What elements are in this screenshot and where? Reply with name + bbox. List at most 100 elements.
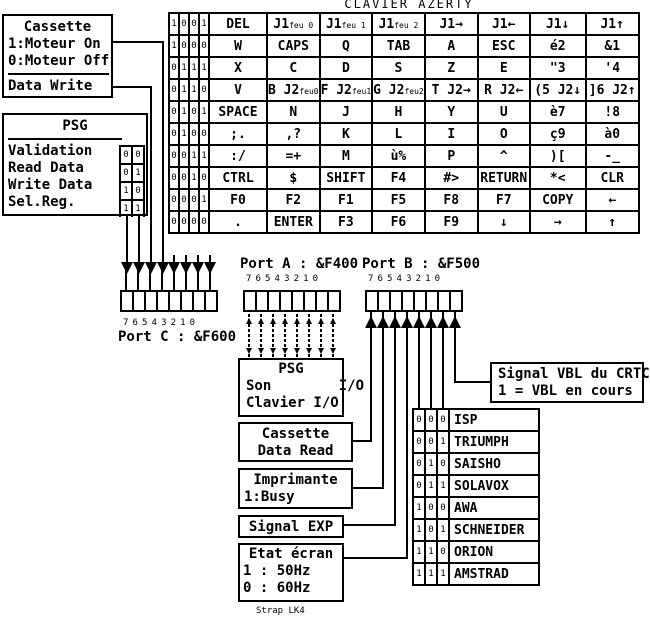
row-bit: 0 — [168, 210, 180, 234]
row-bit: 0 — [188, 188, 200, 212]
screen-state-title: Etat écran — [248, 546, 334, 562]
manufacturer-name: TRIUMPH — [448, 430, 540, 454]
key-cell: :/ — [208, 144, 268, 168]
cassette-motor-on: 1:Moteur On — [8, 36, 101, 52]
psg-control-item: Write Data — [8, 177, 93, 193]
key-cell: $ — [266, 166, 321, 190]
cassette-read-box: Cassette Data Read — [238, 422, 353, 462]
row-bit: 0 — [178, 188, 190, 212]
arrow-up-icon — [330, 318, 336, 324]
key-cell: CAPS — [266, 34, 321, 58]
psg-bit: 0 — [131, 145, 145, 164]
manufacturer-bit: 0 — [412, 430, 426, 454]
key-cell: ← — [584, 188, 640, 212]
port-b-label: Port B : &F500 — [362, 256, 481, 272]
arrow-down-icon — [246, 348, 252, 354]
key-cell: R J2← — [476, 78, 531, 102]
key-cell: . — [208, 210, 268, 234]
screen-state-60hz: 0 : 60Hz — [243, 580, 311, 596]
key-cell: '4 — [584, 56, 640, 80]
row-bit: 0 — [188, 210, 200, 234]
manufacturer-bit: 0 — [424, 430, 438, 454]
key-cell: S — [371, 56, 426, 80]
row-bit: 0 — [188, 122, 200, 146]
key-cell: → — [528, 210, 587, 234]
manufacturer-name: SCHNEIDER — [448, 518, 540, 542]
row-bit: 0 — [168, 144, 180, 168]
key-cell: D — [318, 56, 374, 80]
arrow-up-icon — [306, 318, 312, 324]
row-bit: 1 — [178, 122, 190, 146]
row-bit: 1 — [178, 100, 190, 124]
key-cell: "3 — [528, 56, 587, 80]
key-cell: -_ — [584, 144, 640, 168]
key-cell: *< — [528, 166, 587, 190]
key-cell: F9 — [423, 210, 479, 234]
manufacturer-name: ISP — [448, 408, 540, 432]
key-cell: &1 — [584, 34, 640, 58]
key-cell: J1↓ — [528, 12, 587, 36]
manufacturer-bit: 1 — [436, 474, 450, 498]
screen-state-box: Etat écran 1 : 50Hz 0 : 60Hz — [238, 543, 344, 602]
key-cell: P — [423, 144, 479, 168]
row-bit: 0 — [168, 56, 180, 80]
printer-busy: 1:Busy — [244, 489, 295, 505]
manufacturer-bit: 1 — [424, 562, 438, 586]
row-bit: 0 — [178, 34, 190, 58]
row-bit: 0 — [168, 78, 180, 102]
port-a-register — [243, 290, 341, 312]
key-cell: M — [318, 144, 374, 168]
key-sub: feu1 — [351, 86, 372, 96]
key-cell: SHIFT — [318, 166, 374, 190]
cassette-data-write: Data Write — [8, 78, 93, 94]
row-bit: 0 — [168, 166, 180, 190]
vbl-desc: 1 = VBL en cours — [498, 383, 633, 399]
row-bit: 1 — [178, 56, 190, 80]
key-cell: I — [423, 122, 479, 146]
signal-exp-label: Signal EXP — [248, 519, 334, 535]
key-cell: X — [208, 56, 268, 80]
key-cell: F2 — [266, 188, 321, 212]
key-main: B J2 — [268, 82, 300, 98]
key-cell: Q — [318, 34, 374, 58]
row-bit: 0 — [168, 100, 180, 124]
key-cell: ^ — [476, 144, 531, 168]
signal-exp-box: Signal EXP — [238, 515, 344, 538]
row-bit: 0 — [188, 34, 200, 58]
row-bit: 0 — [178, 166, 190, 190]
psg-bit: 1 — [119, 199, 133, 217]
cassette-box: Cassette 1:Moteur On 0:Moteur Off Data W… — [2, 14, 113, 98]
key-cell: F5 — [371, 188, 426, 212]
key-cell: A — [423, 34, 479, 58]
manufacturer-name: SOLAVOX — [448, 474, 540, 498]
arrow-down-icon — [282, 348, 288, 354]
psg-bit: 1 — [119, 181, 133, 200]
manufacturer-bit: 0 — [436, 496, 450, 520]
key-cell: ↑ — [584, 210, 640, 234]
key-cell: F8 — [423, 188, 479, 212]
key-cell: ENTER — [266, 210, 321, 234]
manufacturer-bit: 0 — [436, 408, 450, 432]
key-cell: !8 — [584, 100, 640, 124]
row-bit: 0 — [178, 144, 190, 168]
psg-bit: 1 — [131, 163, 145, 182]
key-cell: G J2feu2 — [371, 78, 426, 102]
arrow-down-icon — [270, 348, 276, 354]
